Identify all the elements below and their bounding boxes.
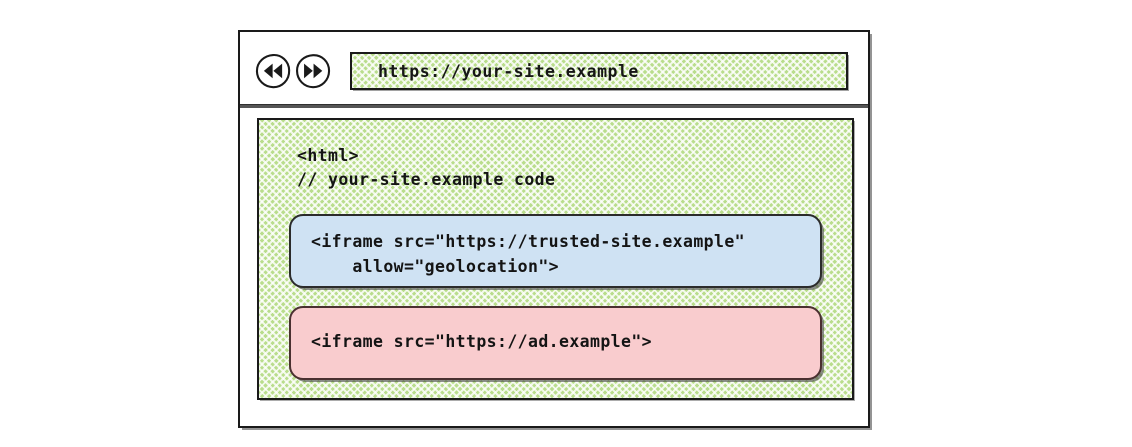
fast-forward-icon[interactable] xyxy=(294,52,332,90)
iframe-trusted-allow-line: allow="geolocation"> xyxy=(311,256,560,276)
navigation-buttons xyxy=(254,52,332,90)
toolbar-divider xyxy=(240,104,868,108)
url-bar[interactable]: https://your-site.example xyxy=(350,52,848,90)
iframe-trusted-site[interactable]: <iframe src="https://trusted-site.exampl… xyxy=(289,213,822,288)
iframe-ad-src-line: <iframe src="https://ad.example"> xyxy=(311,332,653,352)
browser-window: https://your-site.example <html> // your… xyxy=(238,30,870,428)
iframe-ad-example[interactable]: <iframe src="https://ad.example"> xyxy=(289,305,822,380)
browser-toolbar: https://your-site.example xyxy=(240,32,868,104)
url-text: https://your-site.example xyxy=(378,61,639,81)
iframe-trusted-src-line: <iframe src="https://trusted-site.exampl… xyxy=(311,231,746,251)
code-line-html-open: <html> xyxy=(297,146,360,165)
page-content-area: <html> // your-site.example code <iframe… xyxy=(257,118,854,400)
rewind-icon[interactable] xyxy=(254,52,292,90)
code-line-comment: // your-site.example code xyxy=(297,169,556,189)
